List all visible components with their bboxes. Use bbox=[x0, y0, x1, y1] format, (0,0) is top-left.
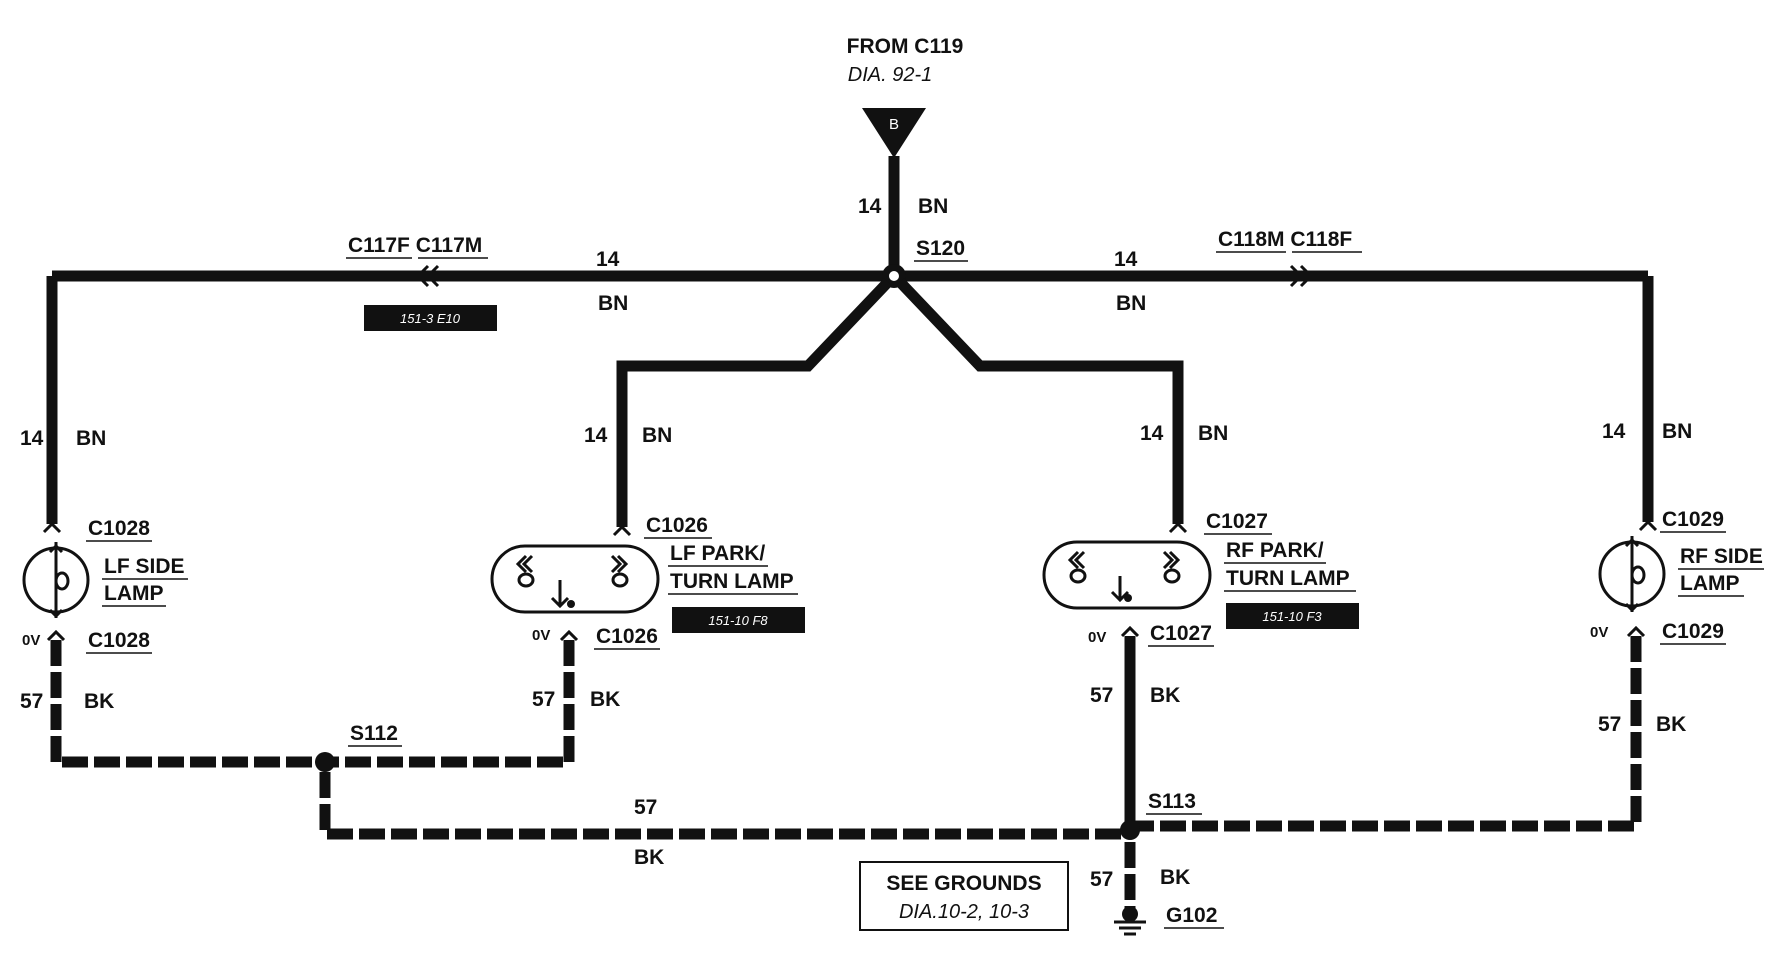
left-bus-gauge: 14 bbox=[596, 248, 620, 271]
left-bus-color: BN bbox=[598, 292, 628, 315]
g102-ground-color: BK bbox=[1160, 866, 1190, 889]
lf-side-feed-color: BN bbox=[76, 427, 106, 450]
see-grounds-label: SEE GROUNDS bbox=[886, 872, 1041, 895]
ground-wire-lf-park bbox=[325, 640, 575, 768]
svg-text:151-3 E10: 151-3 E10 bbox=[400, 311, 461, 326]
see-grounds-dia: DIA.10-2, 10-3 bbox=[899, 901, 1029, 923]
splice-s112-label: S112 bbox=[350, 722, 398, 745]
connector-c118-label: C118M C118F bbox=[1218, 228, 1352, 251]
ground-wire-s112-s113 bbox=[319, 772, 1130, 840]
ground-wire-rf-side bbox=[1130, 636, 1642, 832]
lf-side-lamp-name-2: LAMP bbox=[104, 582, 164, 605]
feed-gauge-label: 14 bbox=[858, 195, 882, 218]
c1028-top-label: C1028 bbox=[88, 517, 150, 540]
source-connector-letter: B bbox=[889, 116, 899, 133]
lf-park-feed-color: BN bbox=[642, 424, 672, 447]
rf-park-feed-gauge: 14 bbox=[1140, 422, 1164, 445]
connector-c117-label: C117F C117M bbox=[348, 234, 482, 257]
source-label: FROM C119 bbox=[847, 35, 964, 58]
lower-bus-color: BK bbox=[634, 846, 664, 869]
source-dia-label: DIA. 92-1 bbox=[848, 64, 932, 86]
rf-side-ground-color: BK bbox=[1656, 713, 1686, 736]
rf-park-ground-color: BK bbox=[1150, 684, 1180, 707]
rf-park-lamp-name-2: TURN LAMP bbox=[1226, 567, 1350, 590]
rf-park-feed-color: BN bbox=[1198, 422, 1228, 445]
ground-g102-symbol bbox=[1114, 906, 1146, 936]
lf-park-lamp-name-1: LF PARK/ bbox=[670, 542, 765, 565]
c1027-bottom-label: C1027 bbox=[1150, 622, 1212, 645]
feed-color-label: BN bbox=[918, 195, 948, 218]
c1027-top-label: C1027 bbox=[1206, 510, 1268, 533]
rf-side-feed-gauge: 14 bbox=[1602, 420, 1626, 443]
feed-wire-lf-park bbox=[616, 278, 892, 527]
lf-side-ground-gauge: 57 bbox=[20, 690, 43, 713]
lf-park-ground-gauge: 57 bbox=[532, 688, 555, 711]
lf-side-ground-color: BK bbox=[84, 690, 114, 713]
right-bus-gauge: 14 bbox=[1114, 248, 1138, 271]
rf-park-lamp-name-1: RF PARK/ bbox=[1226, 539, 1324, 562]
lf-park-lamp-name-2: TURN LAMP bbox=[670, 570, 794, 593]
rf-park-reference-tag: 151-10 F3 bbox=[1226, 603, 1359, 629]
see-grounds-box: SEE GROUNDS DIA.10-2, 10-3 bbox=[859, 861, 1069, 931]
lower-bus-gauge: 57 bbox=[634, 796, 657, 819]
lf-park-ground-color: BK bbox=[590, 688, 620, 711]
rf-side-lamp-name-1: RF SIDE bbox=[1680, 545, 1763, 568]
splice-s113 bbox=[1120, 820, 1140, 840]
ground-wire-lf-side bbox=[50, 640, 325, 768]
rf-park-ground-gauge: 57 bbox=[1090, 684, 1113, 707]
connector-c118-symbol bbox=[1289, 264, 1314, 288]
lf-side-voltage: 0V bbox=[22, 632, 40, 649]
lf-park-feed-gauge: 14 bbox=[584, 424, 608, 447]
lf-park-turn-lamp bbox=[490, 524, 660, 642]
c1029-top-label: C1029 bbox=[1662, 508, 1724, 531]
lf-side-feed-gauge: 14 bbox=[20, 427, 44, 450]
c117-reference-tag: 151-3 E10 bbox=[364, 305, 497, 331]
lf-park-voltage: 0V bbox=[532, 627, 550, 644]
splice-s113-label: S113 bbox=[1148, 790, 1196, 813]
rf-side-feed-color: BN bbox=[1662, 420, 1692, 443]
c1028-bottom-label: C1028 bbox=[88, 629, 150, 652]
rf-side-ground-gauge: 57 bbox=[1598, 713, 1621, 736]
splice-s120-label: S120 bbox=[916, 237, 965, 260]
lf-side-lamp bbox=[22, 521, 90, 642]
ground-g102-label: G102 bbox=[1166, 904, 1217, 927]
rf-side-lamp bbox=[1598, 519, 1666, 638]
lf-side-lamp-name-1: LF SIDE bbox=[104, 555, 185, 578]
g102-ground-gauge: 57 bbox=[1090, 868, 1113, 891]
c1026-bottom-label: C1026 bbox=[596, 625, 658, 648]
c1029-bottom-label: C1029 bbox=[1662, 620, 1724, 643]
c1026-top-label: C1026 bbox=[646, 514, 708, 537]
right-bus-color: BN bbox=[1116, 292, 1146, 315]
rf-side-lamp-name-2: LAMP bbox=[1680, 572, 1740, 595]
rf-park-voltage: 0V bbox=[1088, 629, 1106, 646]
svg-text:151-10 F8: 151-10 F8 bbox=[708, 613, 768, 628]
source-connector-triangle: B bbox=[862, 108, 926, 158]
rf-side-voltage: 0V bbox=[1590, 624, 1608, 641]
feed-wire-rf-park bbox=[896, 278, 1184, 524]
splice-s112 bbox=[315, 752, 335, 772]
connector-c117-symbol bbox=[415, 264, 440, 288]
rf-park-turn-lamp bbox=[1042, 521, 1212, 638]
lf-park-reference-tag: 151-10 F8 bbox=[672, 607, 805, 633]
svg-text:151-10 F3: 151-10 F3 bbox=[1262, 609, 1322, 624]
